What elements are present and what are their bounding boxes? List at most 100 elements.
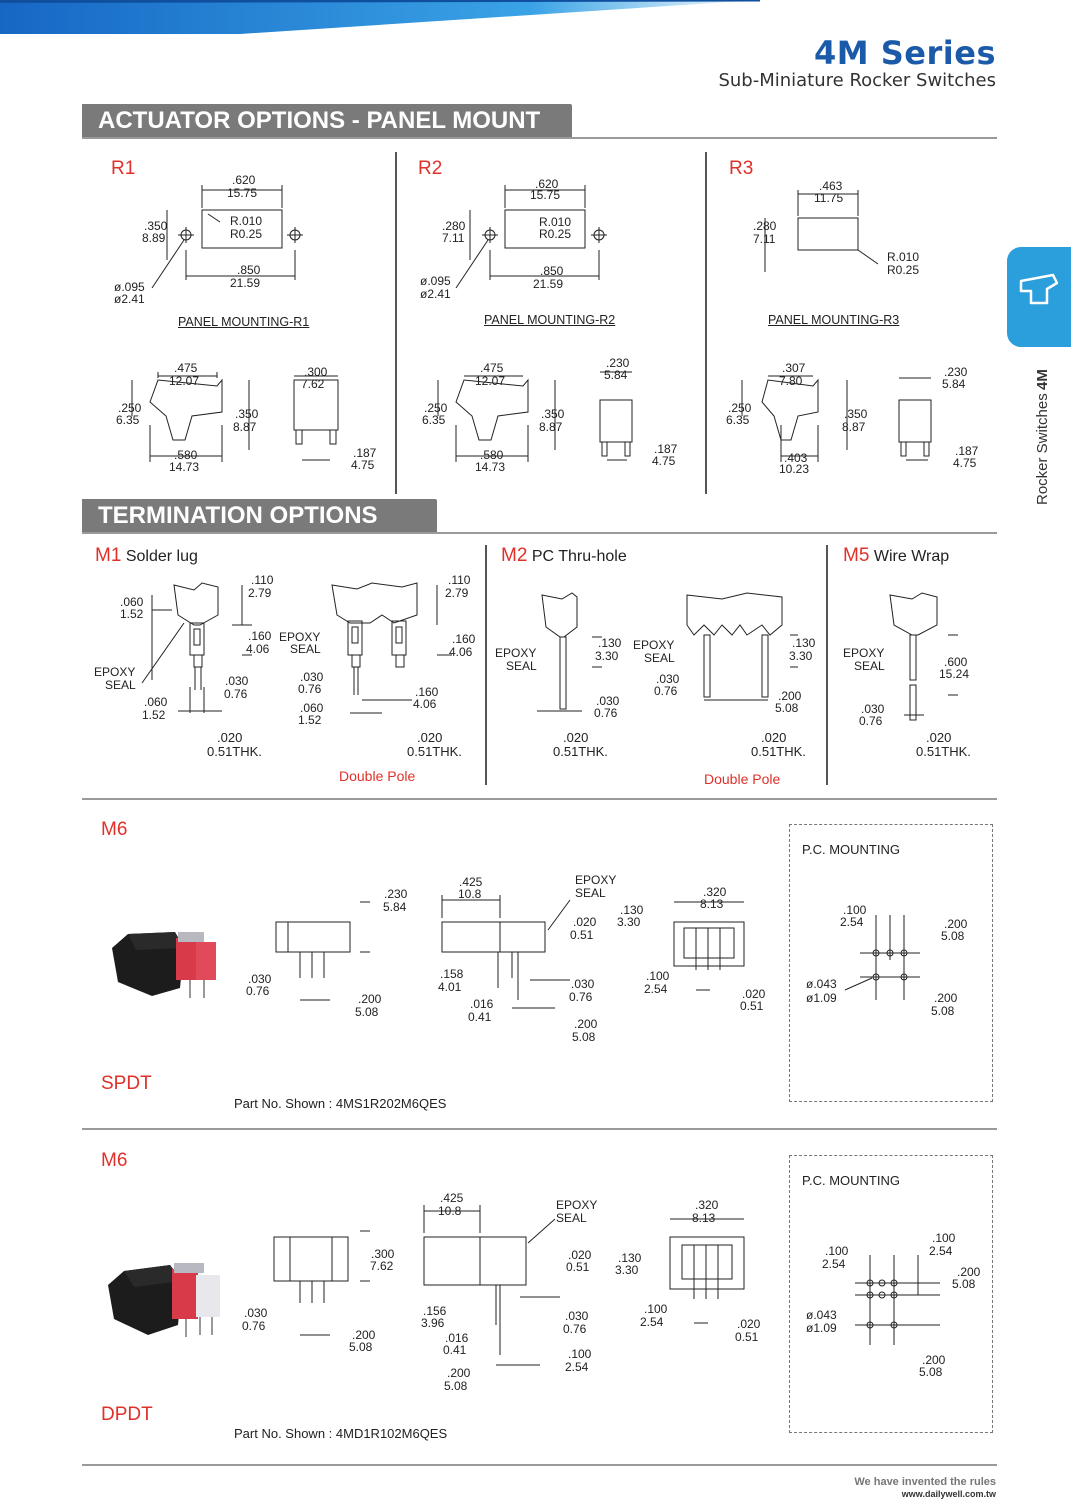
- svg-text:4.06: 4.06: [246, 642, 270, 656]
- svg-text:.030: .030: [596, 694, 620, 708]
- svg-text:.300: .300: [304, 365, 328, 379]
- svg-text:.100: .100: [644, 1302, 668, 1316]
- m1-code: M1: [95, 545, 122, 566]
- svg-text:.100: .100: [646, 969, 670, 983]
- svg-text:.425: .425: [440, 1191, 464, 1205]
- svg-text:1.52: 1.52: [120, 607, 144, 621]
- svg-text:0.41: 0.41: [443, 1343, 467, 1357]
- actuator-rule: [82, 137, 997, 139]
- svg-text:.230: .230: [384, 887, 408, 901]
- svg-text:2.54: 2.54: [822, 1257, 846, 1271]
- svg-text:.280: .280: [442, 219, 466, 233]
- svg-text:11.75: 11.75: [814, 191, 843, 205]
- dpdt-pc-mounting-title: P.C. MOUNTING: [802, 1173, 900, 1188]
- actuator-banner: ACTUATOR OPTIONS - PANEL MOUNT: [82, 104, 572, 138]
- svg-text:.100: .100: [932, 1231, 956, 1245]
- svg-text:ø1.09: ø1.09: [806, 1321, 837, 1335]
- svg-text:4.75: 4.75: [652, 454, 676, 468]
- svg-text:.200: .200: [934, 991, 958, 1005]
- footer-rule: [82, 1464, 997, 1466]
- svg-text:.280: .280: [753, 219, 777, 233]
- r1-caption: PANEL MOUNTING-R1: [178, 315, 310, 329]
- svg-text:0.41: 0.41: [468, 1010, 492, 1024]
- svg-text:5.08: 5.08: [444, 1379, 468, 1393]
- svg-text:0.51THK.: 0.51THK.: [751, 744, 806, 759]
- svg-text:ø2.41: ø2.41: [114, 292, 145, 306]
- m1-heading: M1 Solder lug: [95, 545, 198, 567]
- svg-text:8.89: 8.89: [142, 231, 166, 245]
- svg-text:2.54: 2.54: [929, 1244, 953, 1258]
- svg-text:0.51THK.: 0.51THK.: [407, 744, 462, 759]
- svg-text:SEAL: SEAL: [854, 659, 885, 673]
- spdt-pc-mounting-title: P.C. MOUNTING: [802, 842, 900, 857]
- svg-text:5.08: 5.08: [952, 1277, 976, 1291]
- svg-text:7.80: 7.80: [779, 374, 803, 388]
- svg-text:.110: .110: [251, 573, 274, 587]
- svg-text:4.75: 4.75: [953, 456, 977, 470]
- svg-text:21.59: 21.59: [533, 277, 563, 291]
- svg-text:.200: .200: [922, 1353, 946, 1367]
- termination-divider-2: [826, 545, 828, 785]
- svg-text:.060: .060: [144, 695, 168, 709]
- svg-text:.020: .020: [417, 730, 442, 745]
- svg-text:.060: .060: [120, 595, 144, 609]
- svg-text:1.52: 1.52: [298, 713, 322, 727]
- svg-text:0.76: 0.76: [246, 984, 270, 998]
- svg-text:R0.25: R0.25: [539, 227, 571, 241]
- m2-double-pole: Double Pole: [704, 771, 781, 787]
- svg-text:.100: .100: [825, 1244, 849, 1258]
- svg-text:0.76: 0.76: [859, 714, 883, 728]
- svg-text:.030: .030: [861, 702, 885, 716]
- svg-text:EPOXY: EPOXY: [843, 646, 884, 660]
- svg-text:0.51THK.: 0.51THK.: [916, 744, 971, 759]
- side-tab-label: 4M Rocker Switches: [1034, 369, 1051, 505]
- svg-text:12.07: 12.07: [169, 374, 199, 388]
- svg-text:.200: .200: [352, 1328, 376, 1342]
- svg-text:.100: .100: [568, 1347, 592, 1361]
- svg-text:6.35: 6.35: [116, 413, 140, 427]
- svg-text:.200: .200: [447, 1366, 471, 1380]
- svg-text:R0.25: R0.25: [230, 227, 262, 241]
- svg-text:.160: .160: [452, 632, 476, 646]
- svg-text:.850: .850: [237, 263, 261, 277]
- svg-text:.200: .200: [574, 1017, 598, 1031]
- svg-text:3.30: 3.30: [615, 1263, 639, 1277]
- svg-text:.130: .130: [618, 1251, 642, 1265]
- svg-text:.020: .020: [737, 1317, 761, 1331]
- m2-name: PC Thru-hole: [531, 548, 627, 565]
- svg-text:2.54: 2.54: [840, 915, 864, 929]
- svg-text:0.76: 0.76: [563, 1322, 587, 1336]
- m5-code: M5: [843, 545, 870, 566]
- svg-text:.580: .580: [174, 448, 198, 462]
- svg-text:SEAL: SEAL: [575, 886, 606, 900]
- svg-text:.020: .020: [761, 730, 786, 745]
- svg-text:2.54: 2.54: [640, 1315, 664, 1329]
- svg-text:2.79: 2.79: [248, 586, 272, 600]
- svg-text:.020: .020: [563, 730, 588, 745]
- m1-name: Solder lug: [125, 548, 198, 565]
- svg-text:.187: .187: [353, 446, 377, 460]
- svg-text:8.13: 8.13: [700, 897, 724, 911]
- svg-text:.425: .425: [459, 875, 483, 889]
- svg-text:3.30: 3.30: [789, 649, 813, 663]
- svg-text:.475: .475: [480, 361, 504, 375]
- svg-text:.350: .350: [844, 407, 868, 421]
- svg-text:5.08: 5.08: [941, 929, 965, 943]
- svg-text:3.96: 3.96: [421, 1316, 445, 1330]
- svg-text:.030: .030: [571, 977, 595, 991]
- svg-text:.230: .230: [606, 356, 630, 370]
- svg-text:0.76: 0.76: [594, 706, 618, 720]
- svg-text:5.08: 5.08: [349, 1340, 373, 1354]
- svg-text:.620: .620: [232, 173, 256, 187]
- svg-text:0.51: 0.51: [735, 1330, 759, 1344]
- svg-text:5.84: 5.84: [604, 368, 628, 382]
- footer-url: www.dailywell.com.tw: [901, 1489, 996, 1499]
- svg-text:4.01: 4.01: [438, 980, 462, 994]
- svg-text:.030: .030: [656, 672, 680, 686]
- svg-text:.200: .200: [957, 1265, 981, 1279]
- svg-text:.350: .350: [144, 219, 168, 233]
- side-tab-label-bold: 4M: [1034, 369, 1051, 390]
- svg-text:ø2.41: ø2.41: [420, 287, 451, 301]
- svg-text:3.30: 3.30: [617, 915, 641, 929]
- svg-text:.100: .100: [843, 903, 867, 917]
